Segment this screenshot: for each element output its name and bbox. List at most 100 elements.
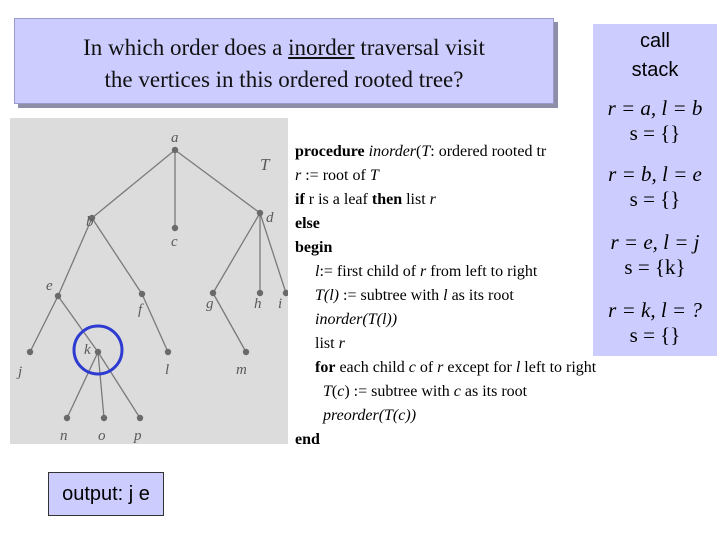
stack-frame-set: s = {} [629,323,681,347]
paren-open: ( [331,383,338,400]
var-l: l [315,263,320,280]
node-k [94,348,102,356]
edge-a-b [91,149,176,219]
stack-frame-vars: r = a, l = b [607,96,703,120]
title-text-underlined: inorder [288,35,355,60]
edge-k-p [97,351,141,419]
param-rest: : ordered rooted tr [430,143,547,160]
text: left to right [520,359,597,376]
var-Tl: T(l) [315,287,339,304]
node-m [242,348,250,356]
kw-procedure: procedure [295,143,365,160]
label-tree-T: T [260,155,271,174]
node-o [100,414,108,422]
code-line-3: if r is a leaf then list r [295,188,596,212]
edge-d-i [259,212,287,294]
recursive-call: inorder(T(l)) [315,311,398,328]
tree-diagram: a b c d e f g h i j k l m n o p T [10,118,288,444]
text: as its root [460,383,528,400]
label-k: k [84,342,91,358]
label-i: i [278,296,282,312]
paren-open: ( [416,143,422,160]
code-line-8: inorder(T(l)) [295,308,596,332]
node-b [88,214,96,222]
text: r is a leaf [304,191,372,208]
label-l: l [165,362,169,378]
code-line-12: preorder(T(c)) [295,404,596,428]
tree-svg: a b c d e f g h i j k l m n o p T [16,130,288,444]
edge-k-o [97,351,105,419]
output-box: output: j e [48,472,164,516]
text: := first child of [319,263,421,280]
stack-frame-set: s = {} [629,187,681,211]
code-line-1: procedure inorder(T: ordered rooted tr [295,140,596,164]
text: of [415,359,438,376]
var-r: r [295,167,302,184]
var-l: l [443,287,448,304]
text: ) := subtree with [344,383,454,400]
stack-frame-2: r = b, l = e s = {} [593,162,717,212]
node-p [136,414,144,422]
title-text-b: traversal visit [354,35,485,60]
preorder-args: (T(c)) [378,407,417,424]
stack-frame-4: r = k, l = ? s = {} [593,298,717,348]
tree-nodes [26,146,288,422]
text: from left to right [426,263,538,280]
label-m: m [236,362,247,378]
label-e: e [46,278,53,294]
label-b: b [86,214,94,230]
text: each child [335,359,409,376]
node-a [171,146,179,154]
stack-frame-vars: r = e, l = j [610,230,700,254]
node-j [26,348,34,356]
var-c: c [453,383,461,400]
edge-g-m [212,292,247,353]
kw-for: for [315,359,336,376]
title-text-a: In which order does a [83,35,289,60]
code-line-11: T(c) := subtree with c as its root [295,380,596,404]
highlight-circle-k [72,324,124,376]
stack-frame-set: s = {k} [624,255,686,279]
call-stack-header-1: call [639,30,670,52]
node-h [256,289,264,297]
stack-frame-set: s = {} [629,121,681,145]
var-l: l [515,359,521,376]
code-line-10: for each child c of r except for l left … [295,356,596,380]
label-j: j [16,364,22,380]
code-line-9: list r [295,332,596,356]
edge-b-f [91,217,143,295]
var-r: r [429,191,436,208]
node-l [164,348,172,356]
call-stack-header-2: stack [631,59,679,81]
label-h: h [254,296,262,312]
label-g: g [206,296,214,312]
var-r: r [338,335,345,352]
node-g [209,289,217,297]
edge-a-d [174,149,261,214]
text: list [315,335,339,352]
proc-name: inorder [368,143,417,160]
code-line-5: begin [295,236,596,260]
code-line-13: end [295,428,596,452]
procedure-code: procedure inorder(T: ordered rooted tr r… [295,140,596,452]
kw-end: end [295,431,320,448]
label-p: p [133,428,142,444]
title-line-1: In which order does a inorder traversal … [15,35,553,61]
node-e [54,292,62,300]
kw-else: else [295,215,320,232]
tree-labels: a b c d e f g h i j k l m n o p T [16,130,282,444]
var-c: c [408,359,416,376]
node-d [256,209,264,217]
tree-edges [29,149,287,419]
node-c [171,224,179,232]
var-c: c [337,383,345,400]
title-line-2: the vertices in this ordered rooted tree… [104,67,464,92]
edge-f-l [141,293,169,353]
preorder-call: preorder [323,407,379,424]
var-T: T [323,383,332,400]
edge-d-g [212,212,261,294]
edge-e-j [29,295,59,353]
label-f: f [138,302,144,318]
label-c: c [171,234,178,250]
param-T: T [421,143,431,160]
